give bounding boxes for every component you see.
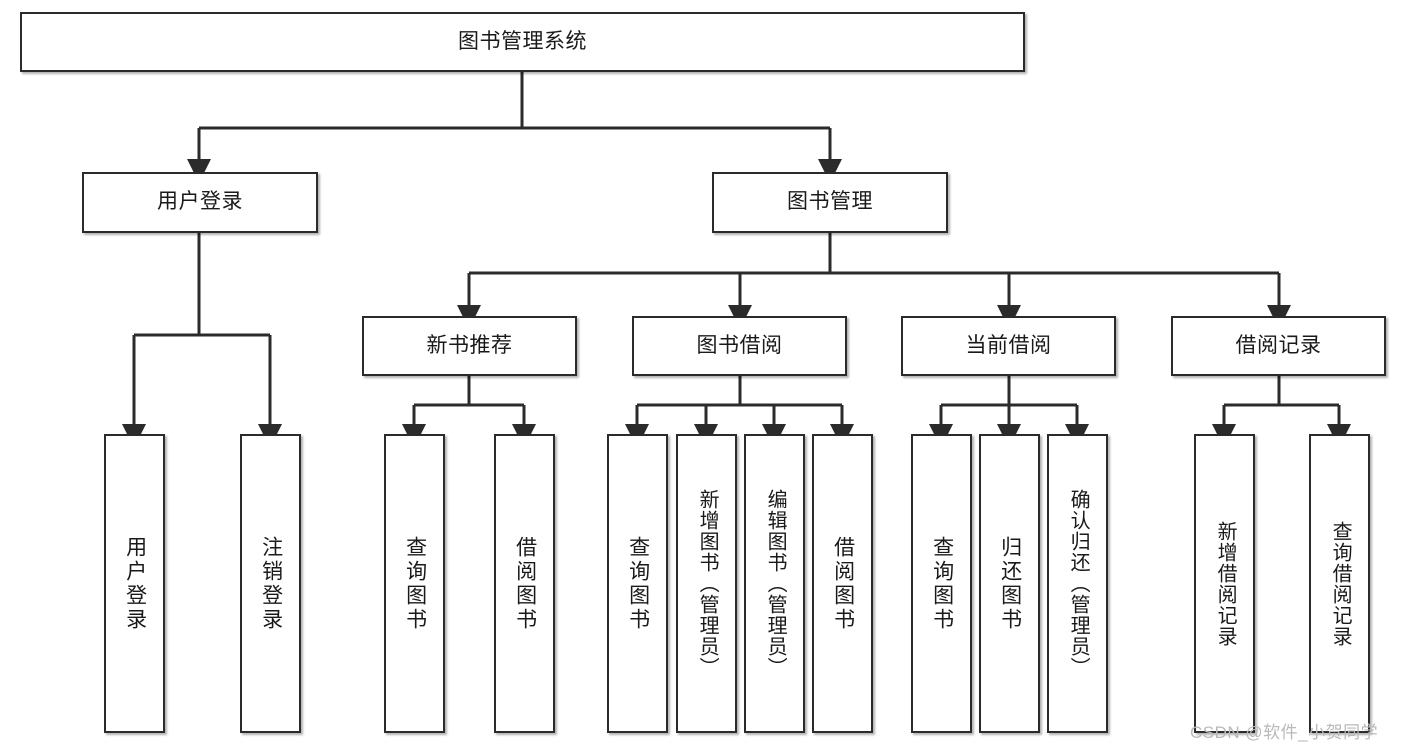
node-label: 图书管理 bbox=[787, 190, 873, 214]
node-label: 当前借阅 bbox=[965, 333, 1052, 357]
node-label: 图书管理系统 bbox=[458, 29, 587, 53]
node-label: 查询图书 bbox=[403, 535, 427, 632]
node-label: 用户登录 bbox=[123, 535, 147, 632]
node-book-management[interactable]: 图书管理 bbox=[712, 172, 948, 233]
node-label: 新增图书（管理员） bbox=[696, 489, 719, 678]
leaf-confirm-return-admin[interactable]: 确认归还（管理员） bbox=[1047, 434, 1108, 733]
leaf-query-book-current[interactable]: 查询图书 bbox=[911, 434, 972, 733]
leaf-user-login[interactable]: 用户登录 bbox=[104, 434, 165, 733]
node-label: 借阅记录 bbox=[1235, 333, 1322, 357]
leaf-add-borrow-record[interactable]: 新增借阅记录 bbox=[1194, 434, 1255, 733]
node-label: 用户登录 bbox=[157, 190, 243, 214]
node-label: 确认归还（管理员） bbox=[1067, 489, 1090, 678]
node-label: 借阅图书 bbox=[831, 535, 855, 632]
leaf-logout-login[interactable]: 注销登录 bbox=[240, 434, 301, 733]
node-label: 图书借阅 bbox=[696, 333, 783, 357]
node-root-book-management-system[interactable]: 图书管理系统 bbox=[20, 12, 1025, 72]
node-label: 新书推荐 bbox=[426, 333, 513, 357]
node-label: 注销登录 bbox=[259, 535, 283, 632]
node-current-borrow[interactable]: 当前借阅 bbox=[901, 316, 1116, 376]
node-label: 编辑图书（管理员） bbox=[764, 489, 787, 678]
node-user-login[interactable]: 用户登录 bbox=[82, 172, 318, 233]
leaf-borrow-book[interactable]: 借阅图书 bbox=[812, 434, 873, 733]
node-label: 借阅图书 bbox=[513, 535, 537, 632]
leaf-return-book[interactable]: 归还图书 bbox=[979, 434, 1040, 733]
node-borrow-record[interactable]: 借阅记录 bbox=[1171, 316, 1386, 376]
leaf-query-book-borrow[interactable]: 查询图书 bbox=[607, 434, 668, 733]
node-book-borrow[interactable]: 图书借阅 bbox=[632, 316, 847, 376]
csdn-watermark: CSDN @软件_小贺同学 bbox=[1190, 723, 1379, 742]
node-label: 归还图书 bbox=[998, 535, 1022, 632]
node-label: 查询图书 bbox=[626, 535, 650, 632]
leaf-add-book-admin[interactable]: 新增图书（管理员） bbox=[676, 434, 737, 733]
leaf-edit-book-admin[interactable]: 编辑图书（管理员） bbox=[744, 434, 805, 733]
leaf-query-borrow-record[interactable]: 查询借阅记录 bbox=[1309, 434, 1370, 733]
node-label: 查询借阅记录 bbox=[1329, 520, 1352, 647]
node-label: 新增借阅记录 bbox=[1214, 520, 1237, 647]
node-label: 查询图书 bbox=[930, 535, 954, 632]
node-new-book-recommend[interactable]: 新书推荐 bbox=[362, 316, 577, 376]
leaf-query-book-recommend[interactable]: 查询图书 bbox=[384, 434, 445, 733]
leaf-borrow-book-recommend[interactable]: 借阅图书 bbox=[494, 434, 555, 733]
